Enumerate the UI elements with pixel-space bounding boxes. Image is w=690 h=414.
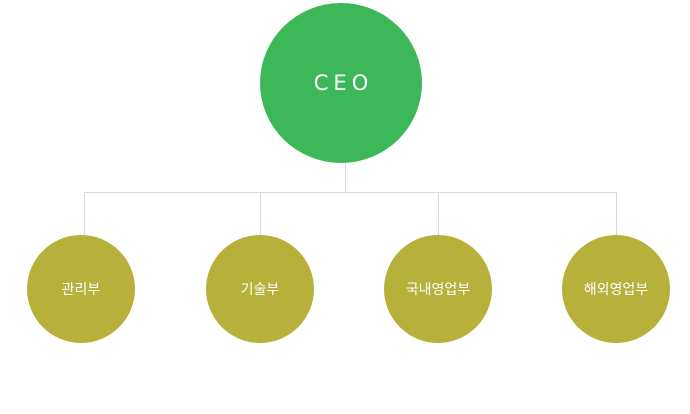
branch-line-1 [84, 192, 85, 235]
dept-label-technology: 기술부 [240, 282, 280, 298]
ceo-label: CEO [313, 71, 374, 95]
dept-label-overseas-sales: 해외영업부 [583, 282, 649, 298]
dept-label-domestic-sales: 국내영업부 [405, 282, 471, 298]
dept-node-technology: 기술부 [206, 235, 314, 343]
branch-line-4 [616, 192, 617, 235]
dept-node-overseas-sales: 해외영업부 [562, 235, 670, 343]
root-stem-line [345, 163, 346, 193]
branch-line-3 [438, 192, 439, 235]
dept-node-domestic-sales: 국내영업부 [384, 235, 492, 343]
dept-label-management: 관리부 [61, 282, 101, 298]
branch-line-2 [260, 192, 261, 235]
ceo-node: CEO [260, 3, 422, 163]
dept-node-management: 관리부 [27, 235, 135, 343]
horizontal-branch-line [84, 192, 617, 193]
